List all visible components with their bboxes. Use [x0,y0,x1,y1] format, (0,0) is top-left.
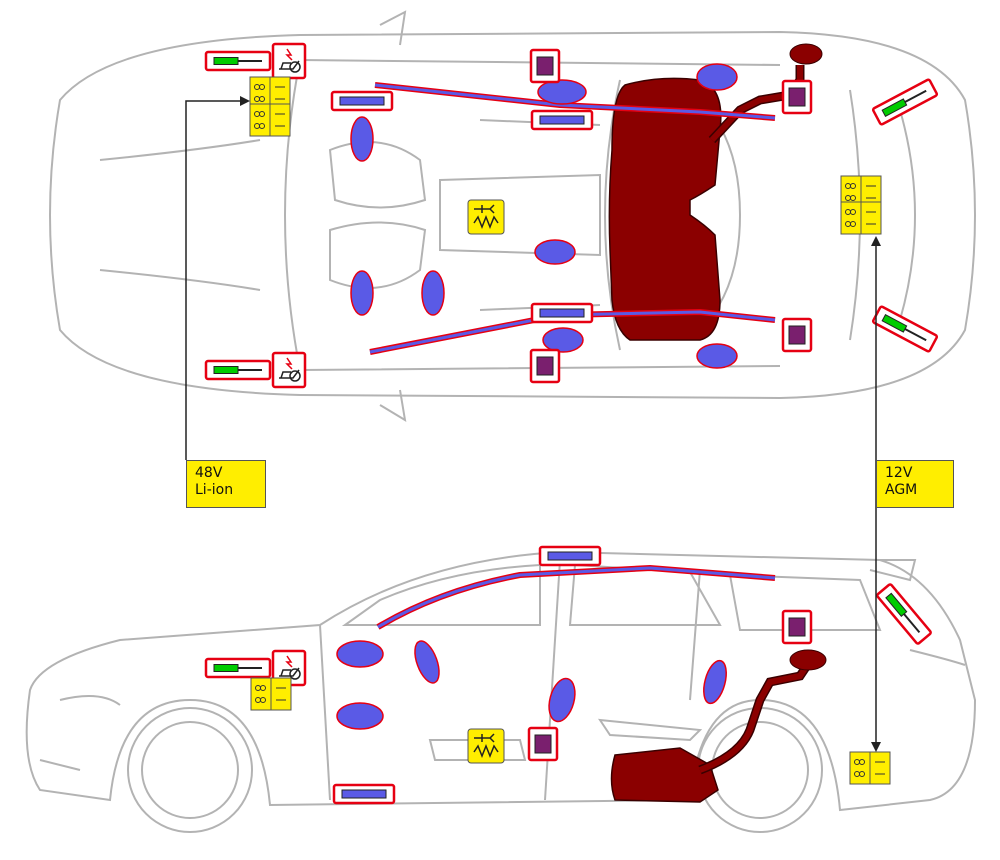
battery-12v-type: AGM [885,482,918,498]
airbag-icon [369,82,776,355]
battery-48v-voltage: 48V [195,465,223,481]
battery-12v-label: 12V AGM [876,460,954,508]
car-side-view [25,550,977,833]
seatbelt-icon [330,90,394,112]
control-unit-icon [529,48,561,84]
control-unit-icon [527,726,559,762]
gas-strut-icon [204,657,272,679]
fuel-tank-icon [610,747,719,803]
battery-48v-label: 48V Li-ion [186,460,266,508]
battery-connector-48v [185,96,250,460]
car-top-view [49,10,976,422]
pretensioner-icon [271,42,307,80]
gas-strut-icon [204,359,272,381]
battery-icon [849,751,891,785]
seatbelt-icon [530,302,594,324]
battery-icon [840,175,882,235]
airbag-icon [376,564,776,630]
control-unit-icon [781,609,813,645]
gas-strut-icon [871,304,939,354]
pretensioner-icon [271,351,307,389]
control-unit-icon [529,348,561,384]
seatbelt-icon [530,109,594,131]
battery-48v-type: Li-ion [195,482,234,498]
battery-icon [249,76,291,137]
battery-12v-voltage: 12V [885,465,913,481]
seatbelt-icon [538,545,602,567]
control-unit-icon [781,79,813,115]
seatbelt-icon [332,783,396,805]
battery-icon [250,677,292,711]
seat-heater-icon [467,728,505,764]
gas-strut-icon [871,77,939,127]
control-unit-icon [781,317,813,353]
seat-heater-icon [467,199,505,235]
gas-strut-icon [875,582,933,646]
airbag-icon [336,640,727,730]
gas-strut-icon [204,50,272,72]
airbag-icon [350,63,738,369]
fuel-tank-icon [608,77,722,341]
